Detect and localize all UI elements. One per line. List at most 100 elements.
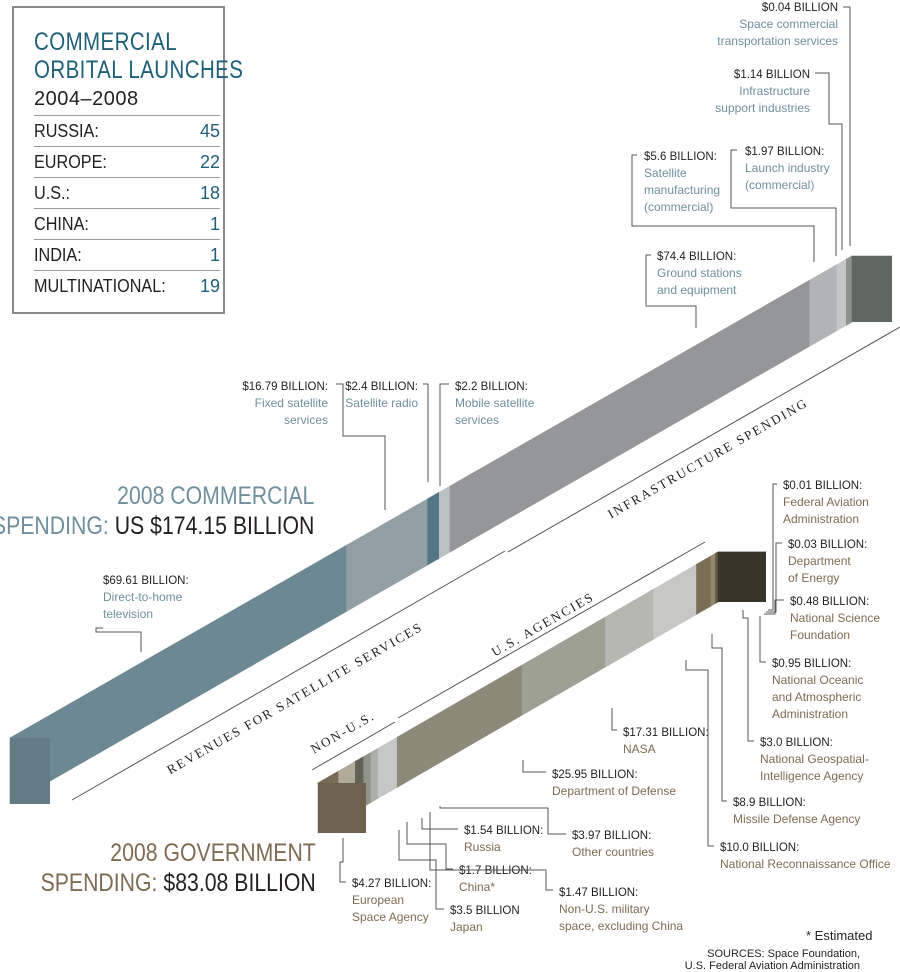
callout-label: Foundation bbox=[790, 628, 850, 642]
bar-segment-front bbox=[715, 551, 719, 604]
bracket-us-agencies bbox=[397, 541, 706, 719]
callout-label: Launch industry bbox=[745, 161, 830, 175]
bracket-non-us bbox=[311, 721, 396, 771]
callout-value: $74.4 BILLION: bbox=[657, 251, 736, 263]
commercial-title-line2: SPENDING: US $174.15 BILLION bbox=[0, 511, 314, 541]
commercial-title-line1: 2008 COMMERCIAL bbox=[116, 482, 314, 510]
footnote: * Estimated bbox=[806, 928, 873, 943]
callout-leader bbox=[421, 818, 458, 830]
callout-value: $10.0 BILLION: bbox=[720, 842, 799, 854]
callout-value: $17.31 BILLION: bbox=[623, 727, 709, 739]
callout-value: $4.27 BILLION: bbox=[352, 878, 431, 890]
launch-row: RUSSIA:45 bbox=[34, 115, 220, 147]
sources: SOURCES: Space Foundation, U.S. Federal … bbox=[685, 948, 860, 972]
government-title: 2008 GOVERNMENT SPENDING: $83.08 BILLION bbox=[41, 838, 316, 898]
callout-label: manufacturing bbox=[644, 183, 720, 197]
callout-value: $1.97 BILLION: bbox=[745, 146, 824, 158]
callout-label: Ground stations bbox=[657, 266, 742, 280]
callout-label: (commercial) bbox=[745, 178, 814, 192]
callout-leader bbox=[742, 610, 754, 742]
callout-label: services bbox=[284, 413, 328, 427]
launch-row: MULTINATIONAL:19 bbox=[34, 270, 220, 302]
callout-label: Infrastructure bbox=[739, 84, 810, 98]
government-title-total: $83.08 BILLION bbox=[163, 869, 316, 897]
sources-line2: U.S. Federal Aviation Administration bbox=[684, 960, 860, 972]
callout-value: $5.6 BILLION: bbox=[644, 151, 717, 163]
launches-box: COMMERCIAL ORBITAL LAUNCHES 2004–2008 RU… bbox=[12, 6, 243, 314]
callout-label: NASA bbox=[623, 742, 656, 756]
callout-leader bbox=[631, 154, 815, 262]
callout-label: Fixed satellite bbox=[255, 396, 329, 410]
callout-value: $25.95 BILLION: bbox=[552, 769, 638, 781]
callout-value: $0.48 BILLION: bbox=[790, 596, 869, 608]
bar-segment-front bbox=[836, 258, 847, 332]
callout-leader bbox=[711, 634, 727, 802]
callout-value: $2.4 BILLION: bbox=[345, 381, 418, 393]
launch-count: 18 bbox=[199, 183, 220, 203]
bracket-infrastructure bbox=[507, 326, 900, 553]
callout-label: of Energy bbox=[788, 571, 839, 585]
launch-country: CHINA: bbox=[34, 214, 89, 234]
bar-segment-front bbox=[605, 588, 654, 668]
callout-value: $0.03 BILLION: bbox=[788, 539, 867, 551]
bracket-satellite-services bbox=[71, 550, 506, 801]
callout-leader bbox=[611, 708, 617, 731]
callout-label: support industries bbox=[715, 101, 810, 115]
callout-leader bbox=[766, 542, 782, 613]
callout-label: European bbox=[352, 893, 404, 907]
launch-row: CHINA:1 bbox=[34, 208, 220, 240]
callout-leader bbox=[406, 822, 453, 870]
callout-value: $8.9 BILLION: bbox=[733, 797, 806, 809]
callout-value: $1.7 BILLION: bbox=[459, 865, 532, 877]
launches-title-line2: ORBITAL LAUNCHES bbox=[34, 56, 244, 84]
callout-leader bbox=[759, 616, 766, 663]
callout-leader bbox=[429, 812, 553, 891]
bar-segment-front bbox=[696, 555, 712, 615]
bar-segment-front bbox=[845, 255, 853, 326]
callout-label: Satellite radio bbox=[345, 396, 418, 410]
sources-line1: SOURCES: Space Foundation, bbox=[707, 948, 860, 960]
government-title-lead: SPENDING: bbox=[40, 869, 158, 897]
callout-label: Space Agency bbox=[352, 910, 429, 924]
launches-title: COMMERCIAL ORBITAL LAUNCHES bbox=[34, 28, 243, 84]
callout-label: Department bbox=[788, 554, 851, 568]
callout-label: National Science bbox=[790, 611, 880, 625]
callout-label: services bbox=[455, 413, 499, 427]
launches-years: 2004–2008 bbox=[34, 88, 139, 110]
bar-end-cap bbox=[10, 738, 50, 804]
commercial-title: 2008 COMMERCIAL SPENDING: US $174.15 BIL… bbox=[0, 481, 314, 541]
callout-leader bbox=[645, 254, 697, 328]
callout-label: National Geospatial- bbox=[760, 752, 869, 766]
launches-title-line1: COMMERCIAL bbox=[34, 28, 178, 56]
bar-segment-front bbox=[396, 664, 523, 788]
commercial-title-lead: SPENDING: bbox=[0, 512, 109, 540]
bar-segment-front bbox=[377, 736, 398, 799]
callout-leader bbox=[768, 483, 777, 611]
callout-value: $3.5 BILLION bbox=[450, 905, 520, 917]
callout-value: $3.0 BILLION: bbox=[760, 737, 833, 749]
callout-label: Mobile satellite bbox=[455, 396, 535, 410]
callout-leader bbox=[522, 760, 546, 773]
callout-label: Japan bbox=[450, 920, 483, 934]
callout-leader bbox=[339, 838, 346, 883]
callout-label: Space commercial bbox=[739, 17, 838, 31]
callout-value: $3.97 BILLION: bbox=[572, 830, 651, 842]
government-title-line2: SPENDING: $83.08 BILLION bbox=[41, 868, 316, 898]
callout-value: $2.2 BILLION: bbox=[455, 381, 528, 393]
launch-count: 1 bbox=[209, 245, 220, 265]
callout-label: Administration bbox=[772, 707, 848, 721]
launch-row: EUROPE:22 bbox=[34, 146, 220, 178]
callout-label: Department of Defense bbox=[552, 784, 676, 798]
launch-country: RUSSIA: bbox=[34, 121, 99, 141]
callout-value: $16.79 BILLION: bbox=[242, 381, 328, 393]
callout-value: $1.54 BILLION: bbox=[464, 825, 543, 837]
callout-value: $0.95 BILLION: bbox=[772, 658, 851, 670]
launch-country: U.S.: bbox=[34, 183, 71, 203]
callout-label: Federal Aviation bbox=[783, 495, 869, 509]
launch-country: INDIA: bbox=[34, 245, 82, 265]
callout-label: National Oceanic bbox=[772, 673, 863, 687]
callout-label: Missile Defense Agency bbox=[733, 812, 860, 826]
launch-row: U.S.: 18 bbox=[34, 177, 220, 209]
bar-segment-front bbox=[438, 485, 451, 559]
